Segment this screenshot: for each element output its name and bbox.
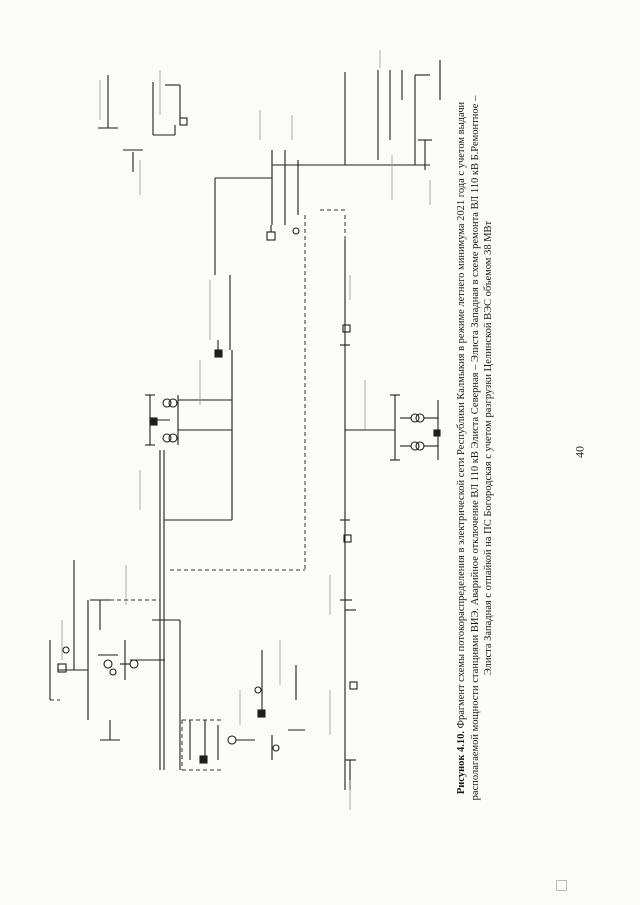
right-main-feeder — [340, 240, 441, 790]
caption-line-2: располагаемой мощности станциями ВИЭ. Ав… — [469, 95, 481, 801]
faint-label-marks — [61, 50, 431, 810]
bottom-left-elements — [189, 650, 305, 764]
page-number: 40 — [572, 446, 587, 458]
lower-left-substation — [49, 560, 139, 741]
scan-corner-mark — [556, 880, 567, 891]
central-double-bus — [130, 450, 232, 770]
caption-label: Рисунок 4.10. — [455, 730, 467, 795]
figure-caption: Рисунок 4.10. Фрагмент схемы потокораспр… — [455, 58, 496, 838]
caption-text-1: Фрагмент схемы потокораспределения в эле… — [455, 101, 467, 729]
middle-left-substation — [145, 275, 233, 520]
dashed-disconnected-lines — [50, 209, 346, 771]
caption-line-1: Рисунок 4.10. Фрагмент схемы потокораспр… — [455, 58, 469, 838]
upper-network-lines — [98, 60, 441, 275]
caption-line-3: Элиста Западная с отпайкой на ПС Богород… — [482, 220, 494, 676]
